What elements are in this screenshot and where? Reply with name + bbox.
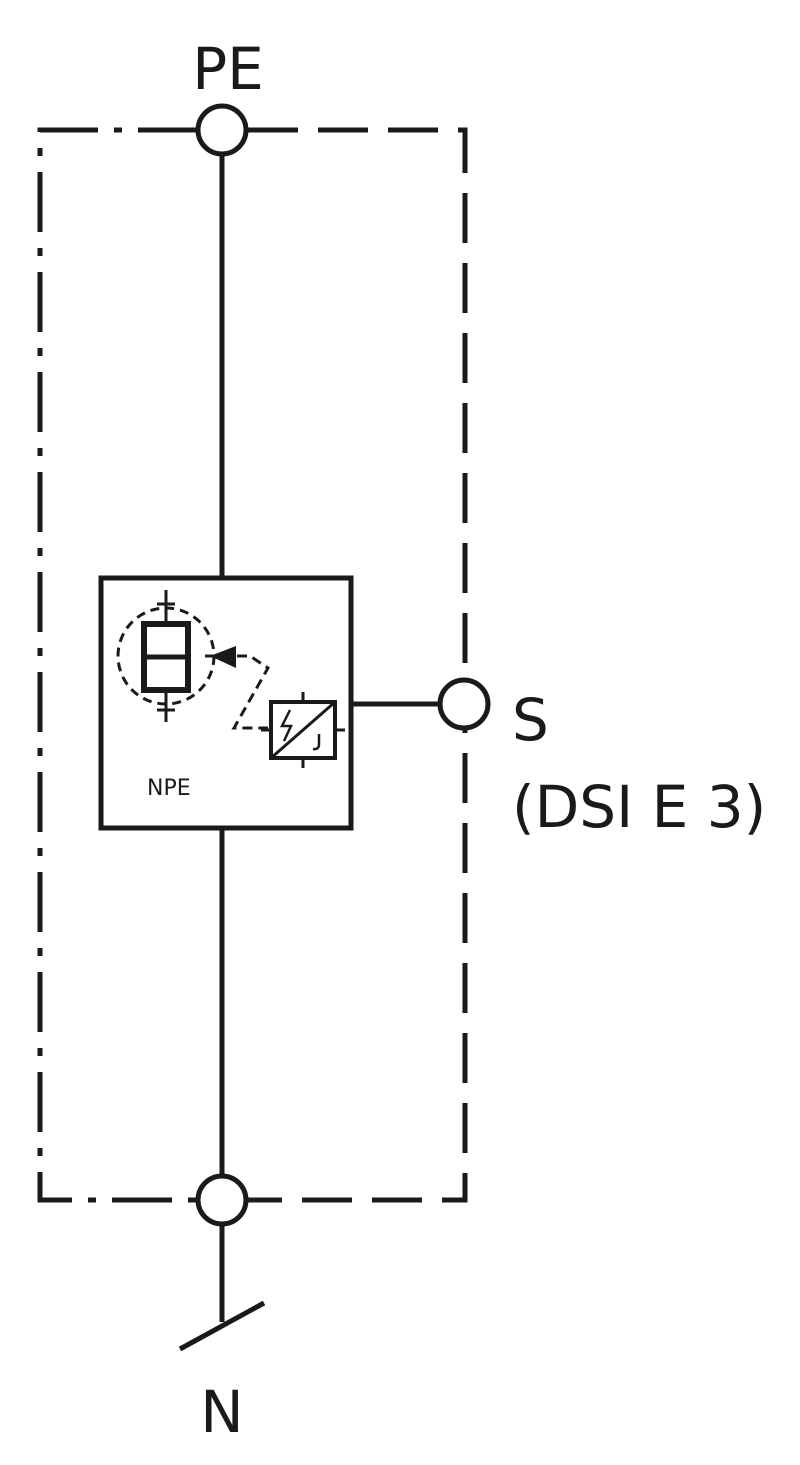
disconnector-icon (261, 692, 345, 768)
coupling-arrowhead (210, 646, 236, 668)
neutral-label: N (200, 1378, 243, 1446)
pe-label: PE (192, 35, 264, 103)
signal-note-label: (DSI E 3) (512, 773, 766, 841)
enclosure-right-dashed (248, 127, 468, 1203)
module-label: NPE (147, 776, 191, 801)
signal-terminal (437, 677, 491, 731)
thermal-coupling-link (205, 654, 270, 730)
enclosure-left-dashdot (37, 127, 198, 1203)
n-terminal (195, 1173, 249, 1227)
n-slash-mark (178, 1300, 266, 1352)
signal-label: S (512, 686, 549, 754)
gas-discharge-tube-icon (116, 590, 216, 722)
pe-terminal (195, 103, 249, 157)
